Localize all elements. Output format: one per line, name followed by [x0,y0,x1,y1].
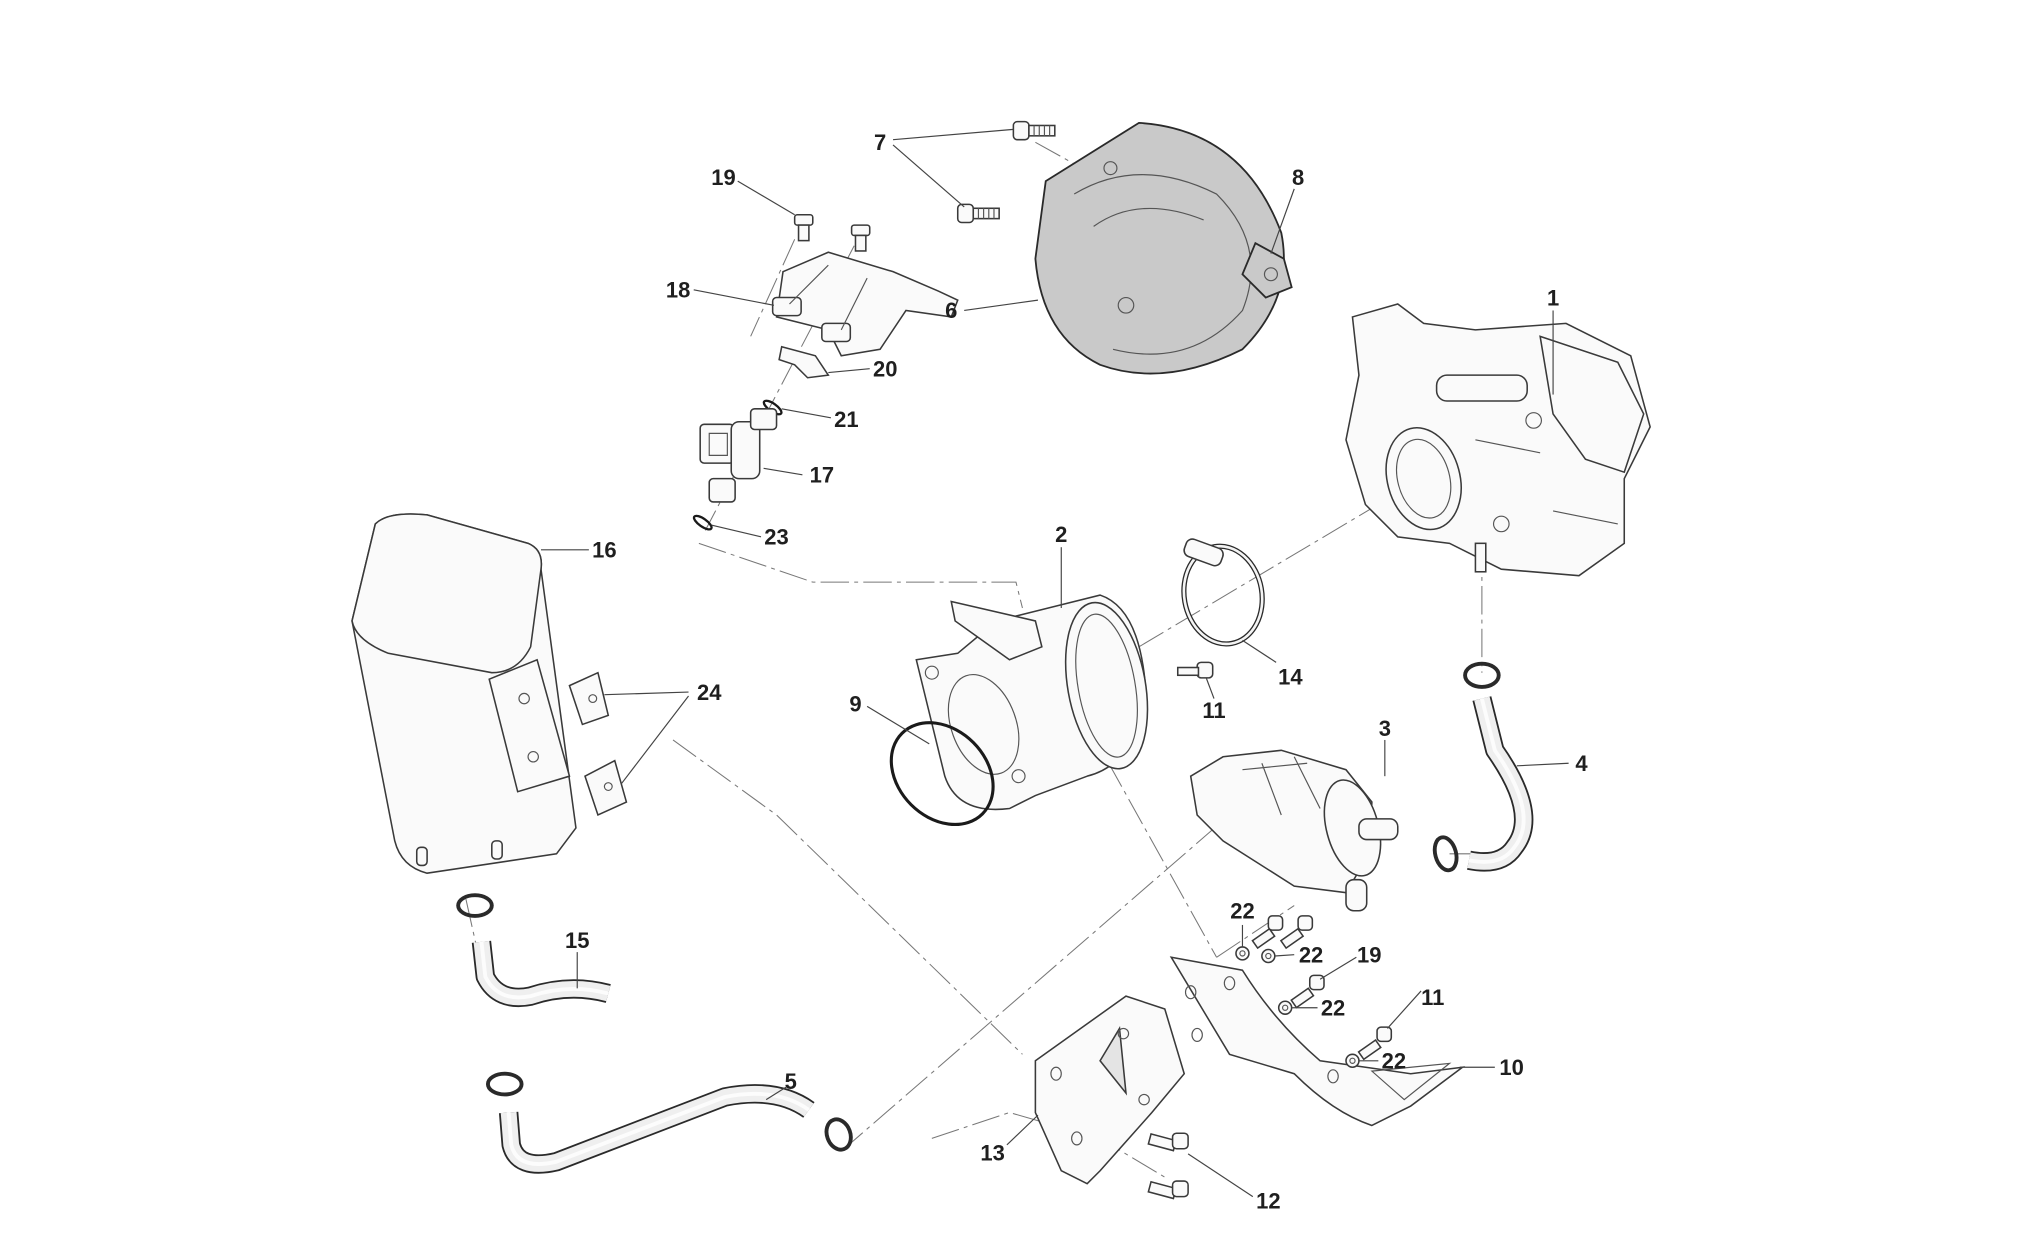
part-hose-clamp-lower[interactable] [1431,835,1460,873]
leader-lines [540,128,1569,1198]
part-hose-4[interactable] [1467,696,1534,872]
callout-13[interactable]: 13 [980,1140,1004,1165]
part-screw-19-a[interactable] [793,213,814,242]
part-screw-22-a[interactable] [1251,915,1284,950]
callout-21[interactable]: 21 [834,407,858,432]
part-screw-22-b[interactable] [1279,915,1314,950]
part-fuel-rail[interactable] [771,251,959,357]
callout-2[interactable]: 2 [1055,522,1067,547]
part-washer-22-d[interactable] [1345,1053,1360,1069]
part-bracket-plate[interactable] [1034,995,1186,1185]
callout-22-c[interactable]: 22 [1321,996,1345,1021]
callout-5[interactable]: 5 [785,1069,797,1094]
callout-15[interactable]: 15 [565,928,589,953]
callout-1[interactable]: 1 [1547,285,1559,310]
part-washer-22-b[interactable] [1261,948,1276,964]
part-screw-19-lower[interactable] [1290,974,1325,1009]
callout-24[interactable]: 24 [697,680,722,705]
part-hose-5[interactable] [485,1071,815,1174]
part-clip-nut-24-a[interactable] [568,671,610,726]
part-screw-7-upper[interactable] [1012,120,1056,141]
part-retaining-clip[interactable] [778,345,830,379]
part-fuel-injector[interactable] [699,408,778,503]
callout-22-b[interactable]: 22 [1299,942,1323,967]
callout-17[interactable]: 17 [810,463,834,488]
part-screw-12-a[interactable] [1147,1132,1189,1152]
callout-labels: 1 2 3 4 5 6 7 8 9 10 11 11 12 13 14 15 1… [565,130,1588,1213]
part-washer-22-a[interactable] [1235,946,1250,961]
part-clip-nut-24-b[interactable] [584,759,628,817]
callout-23[interactable]: 23 [764,525,788,550]
callout-11-upper[interactable]: 11 [1202,698,1225,723]
part-throttle-body[interactable] [1345,303,1651,577]
part-hose-15[interactable] [456,893,611,1008]
part-screw-11-upper[interactable] [1176,661,1214,679]
part-clip-nut-8[interactable] [1241,241,1293,299]
callout-7[interactable]: 7 [874,130,886,155]
callout-10[interactable]: 10 [1499,1055,1523,1080]
callout-12[interactable]: 12 [1256,1188,1280,1213]
callout-16[interactable]: 16 [592,538,616,563]
part-o-ring-23[interactable] [692,514,713,532]
part-screw-11-lower[interactable] [1357,1026,1393,1061]
part-hose-clamp-upper[interactable] [1463,661,1501,689]
callout-3[interactable]: 3 [1379,716,1391,741]
part-o-ring-9[interactable] [871,702,1014,845]
callout-8[interactable]: 8 [1292,165,1304,190]
part-throttle-adapter[interactable] [915,594,1159,811]
callout-19-upper[interactable]: 19 [711,165,735,190]
callout-14[interactable]: 14 [1278,664,1303,689]
part-charcoal-canister[interactable] [351,513,577,874]
callout-18[interactable]: 18 [666,278,690,303]
callout-19-lower[interactable]: 19 [1357,942,1381,967]
part-hose-clamp-5[interactable] [822,1116,855,1153]
part-hose-clamp-14[interactable] [1176,537,1270,650]
callout-22-d[interactable]: 22 [1382,1049,1406,1074]
callout-20[interactable]: 20 [873,356,897,381]
callout-4[interactable]: 4 [1575,751,1588,776]
part-screw-7-lower[interactable] [956,203,1000,224]
part-washer-22-c[interactable] [1277,1000,1293,1015]
part-cover[interactable] [1034,121,1285,375]
callout-9[interactable]: 9 [849,692,861,717]
callout-6[interactable]: 6 [945,298,957,323]
callout-11-lower[interactable]: 11 [1421,985,1444,1010]
part-screw-12-b[interactable] [1147,1180,1189,1200]
part-purge-valve[interactable] [1189,749,1399,912]
callout-22-a[interactable]: 22 [1230,898,1254,923]
part-screw-19-b[interactable] [850,224,871,252]
